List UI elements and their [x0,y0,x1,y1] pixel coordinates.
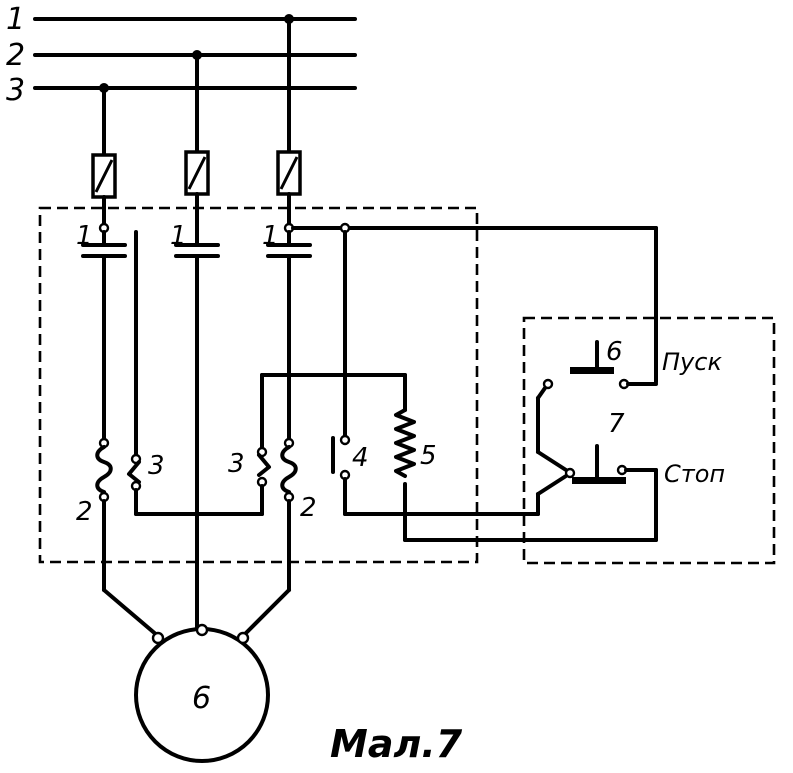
contactor-coil: 5 [394,408,658,542]
figure-caption: Мал.7 [330,722,463,766]
label-start: Пуск [662,348,722,376]
control-wiring [134,222,658,457]
thermal-elements: 2 2 [76,437,317,592]
bus-label-2: 2 [6,38,25,73]
supply-buses: 1 2 3 [6,2,357,108]
label-main-contact-2: 1 [170,221,187,251]
label-main-contact-1: 1 [76,221,93,251]
motor-label: 6 [192,681,211,716]
fuses [91,17,302,226]
label-start-number: 6 [606,337,623,367]
label-thermal-element-right: 2 [300,493,317,523]
stop-button-bridge [572,477,626,484]
pushbutton-station: 6 Пуск 7 Стоп [522,337,725,542]
label-stop: Стоп [664,460,725,488]
start-terminal-left [542,378,554,390]
label-thermal-element-left: 2 [76,497,93,527]
bus-label-1: 1 [6,2,25,37]
pushbutton-station-enclosure [522,316,776,565]
contactor-enclosure [38,206,479,564]
stop-terminal-left [564,467,576,479]
thermal-contacts: 3 3 [127,446,271,516]
start-button-bridge [570,367,614,374]
label-main-contact-3: 1 [262,221,279,251]
aux-contact: 4 [331,434,526,516]
label-aux-contact: 4 [352,443,369,473]
label-stop-number: 7 [608,409,625,439]
main-contacts: 1 1 1 [76,221,312,630]
label-thermal-contact-right: 3 [228,449,245,479]
motor: 6 [102,588,291,763]
label-coil: 5 [420,441,437,471]
label-thermal-contact-left: 3 [148,451,165,481]
bus-label-3: 3 [6,73,25,108]
